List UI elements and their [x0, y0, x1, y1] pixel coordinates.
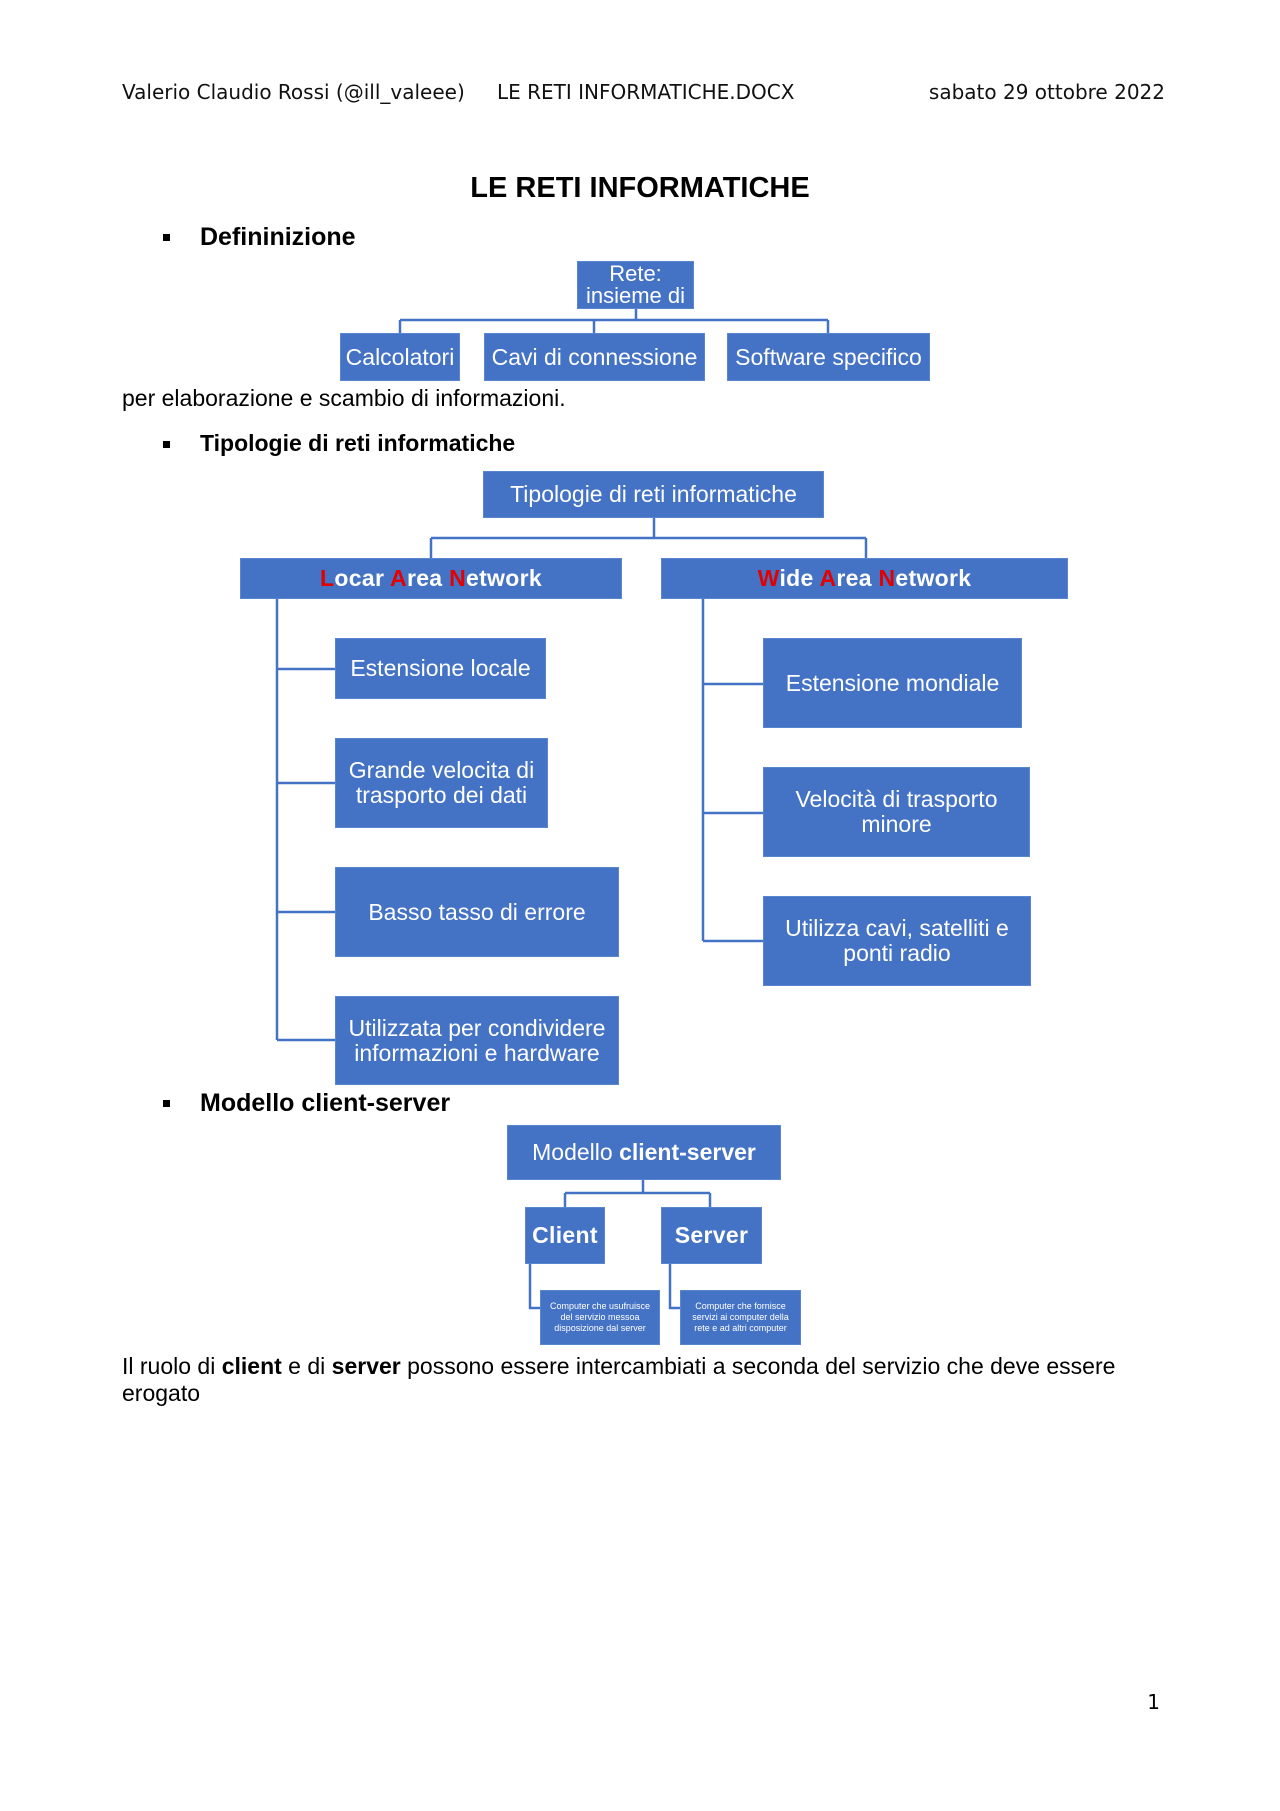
heading-text: Modello client-server [200, 1089, 451, 1117]
text-bold: client [221, 1353, 282, 1379]
paragraph-line-2: erogato [122, 1380, 201, 1406]
text-span: Il ruolo di [122, 1353, 222, 1379]
heading-text: Defininizione [200, 223, 356, 251]
root-line-2: insieme di [585, 283, 686, 308]
wan-item-cavi: Utilizza cavi, satelliti e ponti radio [763, 896, 1031, 986]
title-text: ide [779, 565, 820, 591]
text-bold: server [331, 1353, 401, 1379]
header-filename: LE RETI INFORMATICHE.DOCX [497, 80, 795, 104]
desc-line: Computer che usufruisce [549, 1301, 651, 1311]
client-description: Computer che usufruisce del servizio mes… [540, 1290, 660, 1345]
text-span: e di [281, 1353, 332, 1379]
section-heading-definizione: Defininizione [163, 223, 356, 252]
item-line: Utilizzata per condividere [348, 1014, 606, 1041]
client-server-paragraph: Il ruolo di client e di server possono e… [122, 1353, 1172, 1407]
node-label: Software specifico [735, 343, 922, 370]
bullet-square [163, 234, 170, 241]
desc-line: rete e ad altri computer [694, 1323, 787, 1333]
title-initial-letter: A [819, 565, 837, 591]
item-line: Utilizza cavi, satelliti e [785, 915, 1009, 941]
section-heading-tipologie: Tipologie di reti informatiche [163, 430, 516, 457]
title-initial-letter: A [390, 565, 407, 591]
lan-item-estensione: Estensione locale [335, 638, 546, 699]
item-line: Estensione locale [350, 655, 531, 681]
title-initial-letter: L [320, 565, 335, 591]
title-text: ocar [334, 565, 391, 591]
title-text: rea [406, 565, 450, 591]
wan-title: Wide Area Network [758, 566, 972, 591]
title-initial-letter: N [449, 565, 466, 591]
desc-line: del servizio messoa [560, 1312, 640, 1322]
lan-title: Locar Area Network [320, 566, 542, 591]
header-author: Valerio Claudio Rossi (@ill_valeee) [122, 80, 465, 104]
definition-text: per elaborazione e scambio di informazio… [122, 385, 566, 411]
node-label: Calcolatori [345, 343, 455, 370]
desc-line: Computer che fornisce [695, 1301, 786, 1311]
item-line: Grande velocita di [348, 757, 535, 783]
lan-item-errore: Basso tasso di errore [335, 867, 619, 957]
diagram-root-tipologie: Tipologie di reti informatiche [483, 471, 824, 518]
node-label: Tipologie di reti informatiche [510, 481, 797, 507]
item-line: Basso tasso di errore [368, 898, 586, 925]
wan-item-estensione: Estensione mondiale [763, 638, 1022, 728]
item-line: minore [861, 811, 932, 837]
bullet-square [163, 1100, 170, 1107]
header-date: sabato 29 ottobre 2022 [928, 80, 1165, 104]
lan-title-box: Locar Area Network [240, 558, 622, 599]
server-description: Computer che fornisce servizi ai compute… [680, 1290, 801, 1345]
node-label: Client [532, 1222, 598, 1248]
server-box: Server [661, 1207, 762, 1264]
item-line: informazioni e hardware [354, 1039, 600, 1066]
lan-item-velocita: Grande velocita di trasporto dei dati [335, 738, 548, 828]
item-line: Estensione mondiale [785, 669, 1000, 696]
diagram-root-rete: Rete: insieme di [577, 261, 694, 309]
title-initial-letter: N [878, 565, 896, 591]
root-bold: client-server [619, 1139, 756, 1165]
root-line-1: Rete: [609, 261, 662, 286]
title-text: etwork [466, 565, 542, 591]
item-line: Velocità di trasporto [795, 786, 998, 812]
wan-title-box: Wide Area Network [661, 558, 1068, 599]
diagram-node-calcolatori: Calcolatori [340, 333, 460, 381]
client-box: Client [525, 1207, 605, 1264]
title-text: rea [836, 565, 879, 591]
page-title: LE RETI INFORMATICHE [470, 172, 810, 204]
root-plain: Modello [532, 1139, 620, 1165]
diagram-node-software: Software specifico [727, 333, 930, 381]
section-heading-client-server: Modello client-server [163, 1089, 451, 1118]
desc-line: disposizione dal server [554, 1323, 646, 1333]
heading-text: Tipologie di reti informatiche [200, 430, 516, 456]
title-text: etwork [895, 565, 972, 591]
node-label: Cavi di connessione [491, 343, 698, 370]
node-label: Modello client-server [532, 1140, 756, 1165]
page-number: 1 [1147, 1690, 1160, 1714]
diagram-node-cavi: Cavi di connessione [484, 333, 705, 381]
wan-item-velocita: Velocità di trasporto minore [763, 767, 1030, 857]
node-label: Server [674, 1222, 749, 1248]
item-line: trasporto dei dati [355, 782, 528, 808]
desc-line: servizi ai computer della [692, 1312, 789, 1322]
text-span: possono essere intercambiati a seconda d… [400, 1353, 1116, 1379]
diagram-root-client-server: Modello client-server [507, 1125, 781, 1180]
item-line: ponti radio [843, 940, 951, 966]
lan-item-condividere: Utilizzata per condividere informazioni … [335, 996, 619, 1085]
paragraph-line-1: Il ruolo di client e di server possono e… [122, 1353, 1172, 1380]
title-initial-letter: W [757, 565, 780, 591]
bullet-square [163, 441, 170, 448]
